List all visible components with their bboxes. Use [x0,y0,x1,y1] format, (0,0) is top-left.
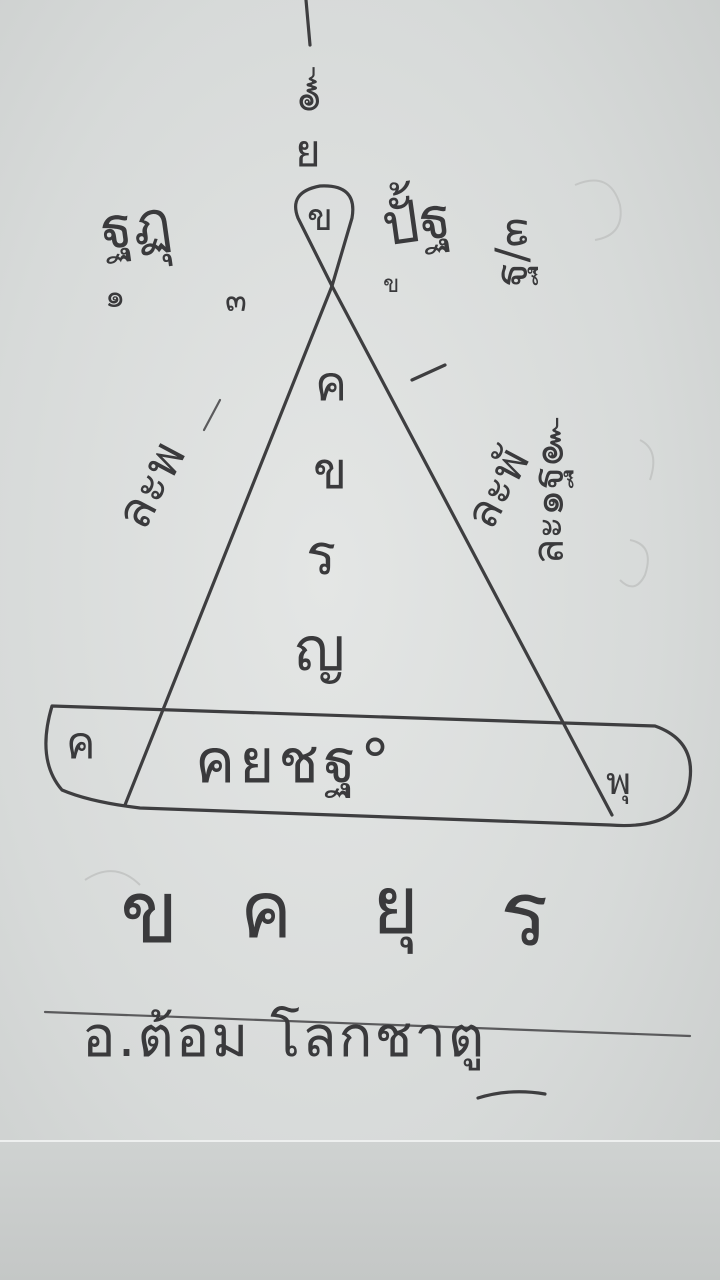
base-left-corner-glyph: ค [66,718,96,769]
ghost-mark-3 [619,539,649,588]
base-right-corner-glyph: พุ [606,759,632,803]
apex-loop [294,184,355,288]
center-glyph-2: ข [313,442,348,500]
apex-top-glyph: ย [295,126,321,177]
upper-left-glyph: ฐฏุ [95,186,176,264]
base-middle-text: คยชฐ° [195,727,395,797]
upper-right-fraction: ฐ/๓ [486,217,538,287]
ghost-mark-1 [574,179,622,241]
ghost-mark-2 [639,439,655,481]
center-glyph-3: ร [306,523,337,588]
far-right-text: ละ๑ฐ๛ [523,417,573,565]
signature-tail [476,1090,547,1100]
signature-text: อ.ต้อม โลกชาตู [82,1005,487,1070]
signature-underline [43,1010,692,1038]
base-band [44,704,693,828]
apex-stroke-glyph: ๛ [283,66,330,114]
apex-circle-glyph: ข [307,195,333,239]
center-glyph-4: ญ [294,615,346,685]
upper-right-glyph: ปั้ฐ [377,182,456,260]
top-stroke [304,0,312,47]
lower-paper-edge [0,1140,720,1280]
ghost-mark-4 [84,870,141,886]
main-line-glyph-1: ข [120,863,179,963]
main-line-glyph-2: ค [240,866,293,956]
triangle-left-side [123,284,334,807]
triangle-right-side [330,284,614,817]
dash-right [410,363,447,382]
dash-left [202,398,222,432]
main-line-glyph-3: ยุ [372,859,419,952]
center-glyph-1: ค [315,356,348,412]
upper-left-numeral-1: ๑ [105,277,126,315]
main-line-glyph-4: ร [500,862,549,967]
upper-left-numeral-3: ๓ [225,281,247,319]
upper-right-small-glyph: ข [383,270,400,298]
